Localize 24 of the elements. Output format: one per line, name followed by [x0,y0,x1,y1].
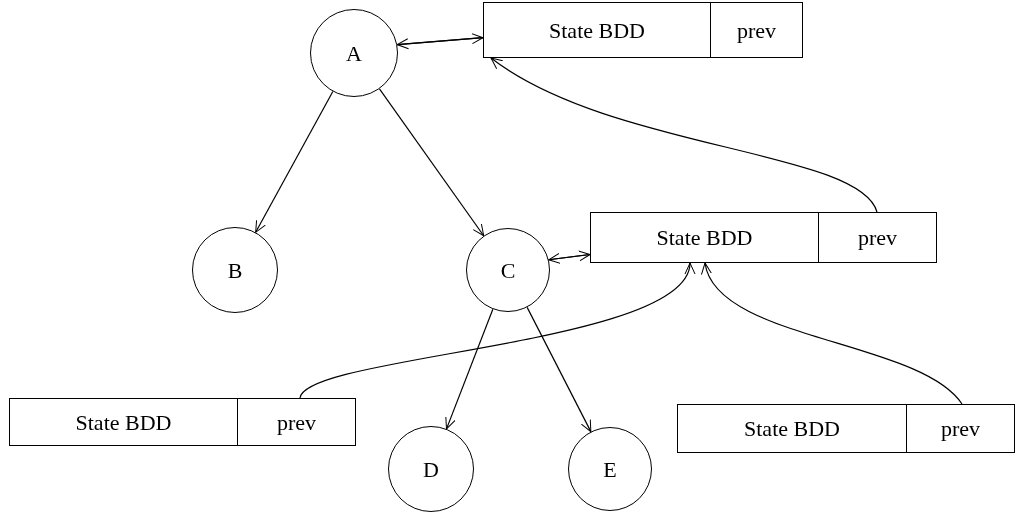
field-label: State BDD [656,224,753,252]
record-box [9,398,356,446]
field-label: State BDD [744,415,840,443]
field-label: prev [857,224,898,252]
field-label: prev [276,408,317,437]
field-label: prev [736,16,777,45]
arrow [526,306,592,433]
field-label: State BDD [549,16,645,45]
record-box [483,2,803,58]
arrow [255,91,334,233]
arrow [490,57,878,213]
node-label: A [346,39,362,68]
node-label: C [500,256,516,285]
arrow [703,262,963,405]
arrow [396,37,484,50]
arrow [445,308,494,430]
node-label: D [423,455,439,484]
field-label: State BDD [75,408,172,437]
node-label: B [227,256,243,285]
record-box [677,404,1015,453]
node-label: E [603,455,617,484]
record-box [590,212,937,263]
arrow [378,88,485,237]
field-label: prev [940,415,981,443]
